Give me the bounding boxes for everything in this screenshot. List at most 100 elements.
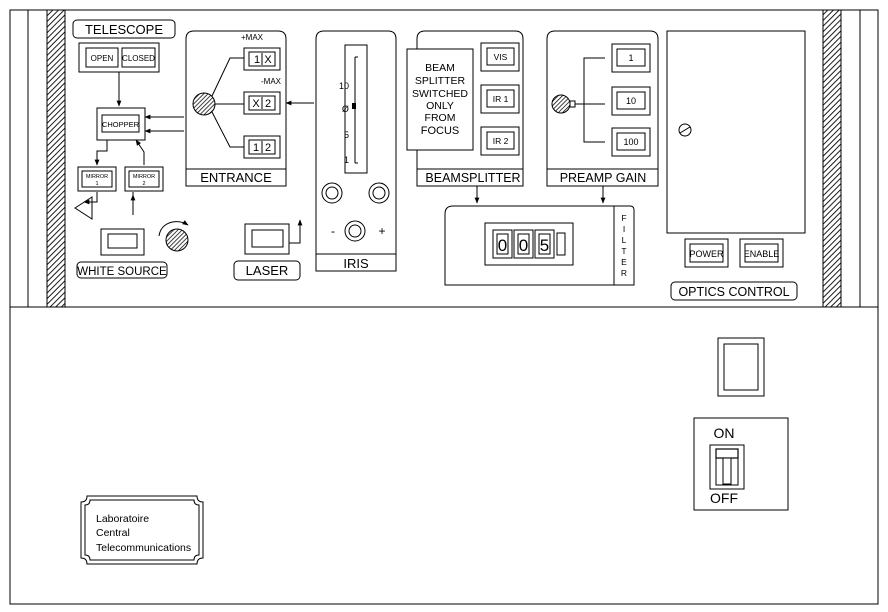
svg-text:VIS: VIS <box>494 52 508 62</box>
svg-text:IR 2: IR 2 <box>493 136 509 146</box>
white-source-knob[interactable] <box>158 220 189 252</box>
beamsplitter-ir2-button[interactable]: IR 2 <box>480 126 520 156</box>
beamsplitter-note-5: FROM <box>425 112 456 124</box>
mirror2-to-chopper-arrow <box>135 139 145 165</box>
preamp-title: PREAMP GAIN <box>560 171 647 185</box>
telescope-title: TELESCOPE <box>85 22 163 37</box>
filter-digit-2: 0 <box>519 236 528 255</box>
entrance-title: ENTRANCE <box>200 170 272 185</box>
switch-off-label: OFF <box>710 490 738 506</box>
iris-scale-indicator <box>352 103 356 109</box>
chopper-button[interactable]: CHOPPER <box>101 114 140 133</box>
telescope-open-button[interactable]: OPEN <box>85 47 119 68</box>
svg-text:2: 2 <box>265 142 271 154</box>
svg-text:X: X <box>264 54 272 66</box>
svg-text:1: 1 <box>254 54 260 66</box>
output-beam-cone <box>74 196 93 220</box>
beamsplitter-note-6: FOCUS <box>421 125 460 137</box>
right-rail <box>822 9 861 308</box>
iris-title: IRIS <box>343 256 369 271</box>
laser-section: LASER <box>233 219 303 281</box>
svg-text:MIRROR: MIRROR <box>133 174 155 180</box>
mirror-2-button[interactable]: MIRROR 2 <box>124 166 164 192</box>
svg-text:CHOPPER: CHOPPER <box>102 120 140 129</box>
plate-line-3: Telecommunications <box>96 542 191 554</box>
mirror1-output-arrow <box>83 192 98 205</box>
svg-text:2: 2 <box>142 181 145 187</box>
optics-control-section: POWER ENABLE OPTICS CONTROL <box>666 30 806 301</box>
iris-scale-zero: Ø <box>342 104 349 115</box>
beamsplitter-note-4: ONLY <box>426 100 454 112</box>
filter-counter-end-cap <box>556 232 566 256</box>
preamp-section: PREAMP GAIN 1 10 100 <box>546 30 659 204</box>
indicator-lamp-button[interactable] <box>717 337 765 397</box>
preamp-gain-100-button[interactable]: 100 <box>611 127 651 157</box>
preamp-gain-10-button[interactable]: 10 <box>611 86 651 116</box>
beamsplitter-note-2: SPLITTER <box>415 75 466 87</box>
lower-panel: ON OFF Laboratoire Central Telecommunica… <box>80 337 789 565</box>
beamsplitter-section: BEAMSPLITTER BEAM SPLITTER SWITCHED ONLY… <box>406 30 524 204</box>
optics-access-door[interactable] <box>666 30 806 234</box>
laser-output-arrow <box>289 219 303 244</box>
power-button[interactable]: POWER <box>684 238 729 268</box>
entrance-1x-button[interactable]: 1 X <box>243 47 281 71</box>
svg-text:1: 1 <box>628 53 633 63</box>
svg-text:1: 1 <box>253 142 259 154</box>
svg-text:1: 1 <box>95 181 98 187</box>
filter-label-t: T <box>621 246 626 256</box>
iris-plus-label: + <box>378 224 385 238</box>
beamsplitter-note-1: BEAM <box>425 62 455 74</box>
chopper-to-mirror1-arrow <box>94 140 108 166</box>
white-source-title-box <box>76 261 168 279</box>
iris-section: IRIS 10 Ø 5 1 - + <box>315 30 397 272</box>
white-source-label: WHITE SOURCE <box>77 266 167 278</box>
laser-title-box <box>233 260 301 281</box>
filter-label-l: L <box>622 235 627 245</box>
telescope-title-box <box>72 19 176 39</box>
beamsplitter-vis-button[interactable]: VIS <box>480 42 520 72</box>
svg-text:100: 100 <box>623 137 638 147</box>
svg-text:X: X <box>252 98 260 110</box>
filter-label-r: R <box>621 268 627 278</box>
svg-text:10: 10 <box>626 96 636 106</box>
optics-control-title: OPTICS CONTROL <box>678 285 789 299</box>
preamp-gain-1-button[interactable]: 1 <box>611 43 651 73</box>
iris-scale-5: 5 <box>344 130 349 140</box>
preamp-knob[interactable] <box>551 57 605 143</box>
iris-left-jack[interactable] <box>321 182 343 204</box>
iris-adjust-knob[interactable] <box>344 220 366 242</box>
filter-label-i: I <box>623 224 625 234</box>
enable-button[interactable]: ENABLE <box>739 238 784 268</box>
telescope-section: TELESCOPE OPEN CLOSED CHOPPER MIRROR 1 M… <box>72 19 189 279</box>
telescope-closed-button[interactable]: CLOSED <box>121 47 156 68</box>
beamsplitter-ir1-button[interactable]: IR 1 <box>480 84 520 114</box>
svg-text:CLOSED: CLOSED <box>122 54 155 63</box>
filter-label-e: E <box>621 257 627 267</box>
plate-line-1: Laboratoire <box>96 513 149 525</box>
main-power-toggle-switch[interactable] <box>709 444 745 490</box>
minus-max-label: -MAX <box>261 77 282 86</box>
filter-section: F I L T E R 0 0 5 <box>444 205 635 286</box>
iris-minus-label: - <box>331 224 335 238</box>
filter-digit-3: 5 <box>540 236 549 255</box>
entrance-section: ENTRANCE +MAX -MAX 1 X X 2 1 <box>185 30 314 187</box>
filter-digit-1: 0 <box>498 236 507 255</box>
iris-scale-1: 1 <box>344 155 349 165</box>
entrance-x2-button[interactable]: X 2 <box>243 91 281 115</box>
white-source-button[interactable] <box>100 228 145 256</box>
entrance-12-button[interactable]: 1 2 <box>243 135 281 159</box>
manufacturer-plate: Laboratoire Central Telecommunications <box>80 495 204 565</box>
iris-scale-10: 10 <box>339 81 349 91</box>
beamsplitter-note-3: SWITCHED <box>412 88 468 100</box>
svg-text:ENABLE: ENABLE <box>744 249 780 259</box>
entrance-knob[interactable] <box>192 57 244 148</box>
beamsplitter-title: BEAMSPLITTER <box>425 171 520 185</box>
laser-button[interactable] <box>244 223 290 255</box>
iris-right-jack[interactable] <box>368 182 390 204</box>
plus-max-label: +MAX <box>241 33 264 42</box>
filter-label-f: F <box>621 213 626 223</box>
svg-text:OPEN: OPEN <box>91 54 114 63</box>
mirror-1-button[interactable]: MIRROR 1 <box>77 166 117 192</box>
laser-label: LASER <box>246 263 289 278</box>
